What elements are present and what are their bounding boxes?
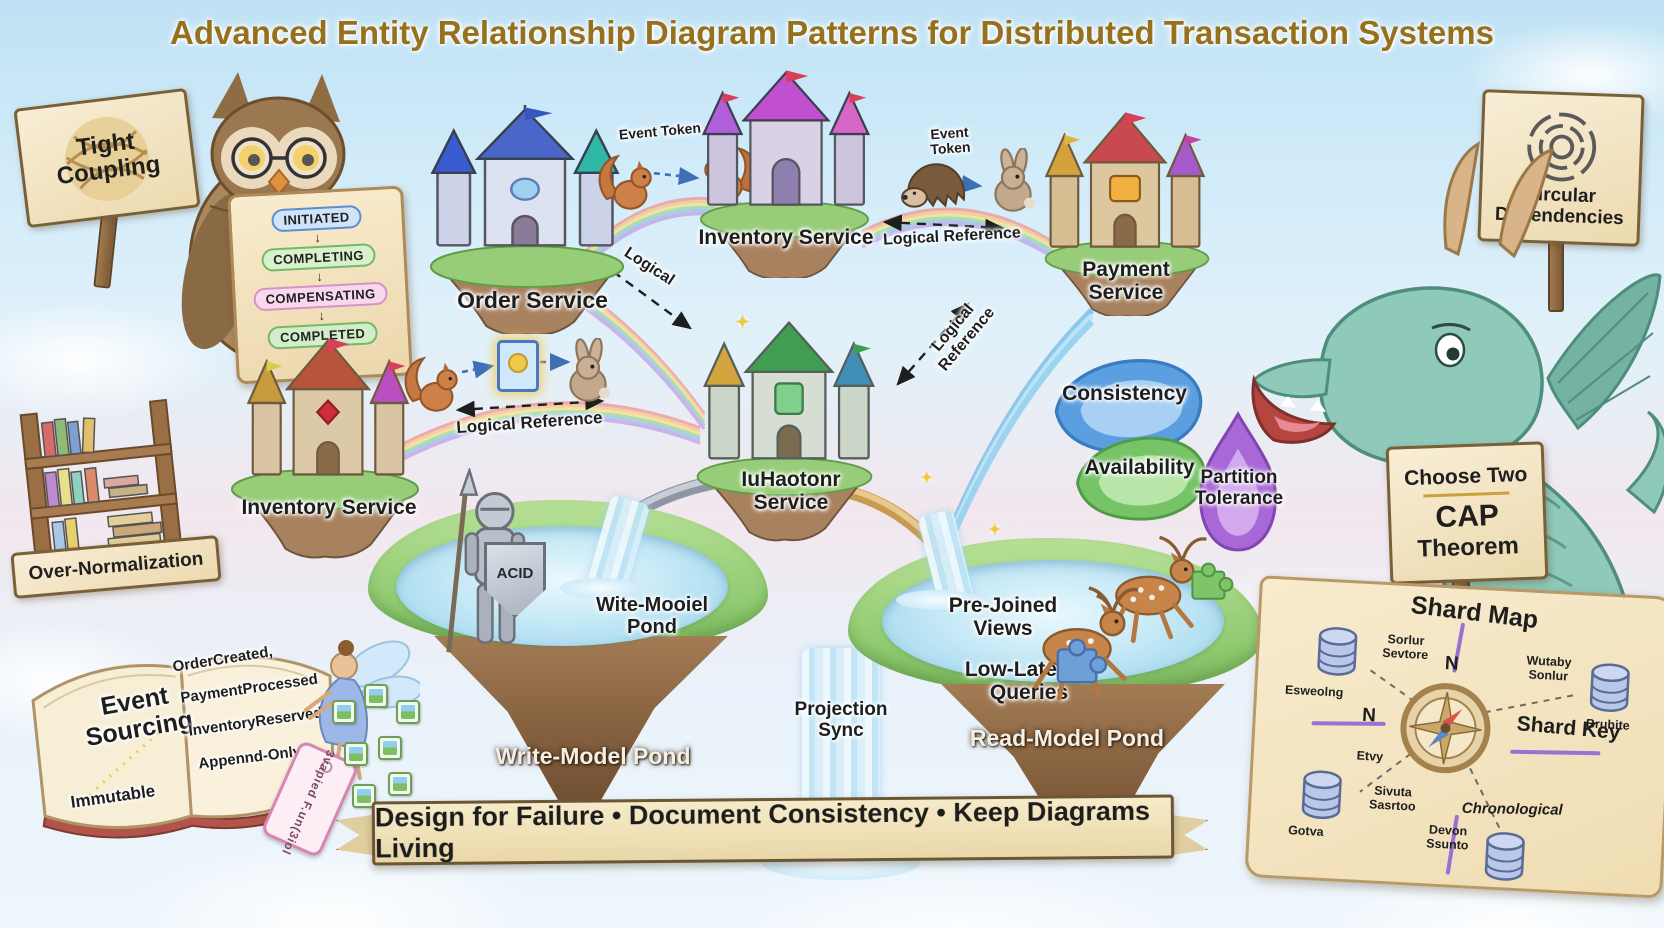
- database-cylinder-icon: [1484, 832, 1525, 881]
- puzzle-piece-icon: [1191, 562, 1234, 600]
- order-service-label: Order Service: [457, 287, 608, 313]
- partition-tolerance-flame-icon: [1198, 410, 1278, 552]
- database-cylinder-icon: [1589, 663, 1630, 712]
- footer-banner-text: Design for Failure • Document Consistenc…: [374, 795, 1151, 864]
- inventory-service-top-castle: [701, 70, 871, 206]
- snapshot-card-icon: [388, 772, 412, 796]
- inventory-service-left-castle: [246, 338, 410, 476]
- shard-node-label: Etvy: [1356, 748, 1384, 764]
- snapshot-card-icon: [332, 700, 356, 724]
- floating-island: [696, 457, 873, 542]
- coin-icon: [508, 353, 528, 373]
- database-cylinder-icon: [1301, 770, 1342, 820]
- shard-node-label: Sivuta Sasrtoo: [1368, 783, 1416, 814]
- squirrel-icon: [598, 154, 652, 210]
- squirrel-icon: [404, 356, 458, 412]
- inventory-service-top-label: Inventory Service: [698, 226, 874, 249]
- waterfall-splash: [896, 590, 980, 610]
- snapshot-card-icon: [364, 684, 388, 708]
- consistency-label: Consistency: [1062, 382, 1187, 405]
- over-normalization-label: Over-Normalization: [27, 548, 205, 585]
- hedgehog-icon: [901, 163, 966, 208]
- availability-label: Availability: [1084, 456, 1195, 479]
- cap-subtitle-label: Theorem: [1417, 531, 1520, 563]
- bunny-icon: [569, 338, 610, 402]
- floating-island: [429, 245, 625, 334]
- tight-coupling-sign: Tight Coupling: [13, 87, 201, 229]
- cap-title-label: CAP: [1434, 498, 1500, 534]
- snapshot-card-icon: [352, 784, 376, 808]
- payment-service-label: Payment Service: [1082, 258, 1170, 305]
- event-token-label: Event Token: [929, 123, 972, 158]
- divider: [1423, 491, 1510, 498]
- yarn-ball-icon: [65, 116, 150, 201]
- page-title: Advanced Entity Relationship Diagram Pat…: [170, 14, 1494, 51]
- footer-banner: Design for Failure • Document Consistenc…: [371, 794, 1175, 866]
- saga-state-initiated: INITIATED: [270, 204, 363, 233]
- cap-theorem-sign: Choose Two CAP Theorem: [1385, 441, 1549, 585]
- write-model-pond-cliff-label: Write-Model Pond: [495, 743, 691, 769]
- sparkle-icon: ✦: [735, 312, 751, 332]
- waterfall-splash: [560, 578, 640, 598]
- cap-choose-two-label: Choose Two: [1403, 462, 1528, 490]
- consistency-flame-icon: [1054, 359, 1203, 455]
- shard-node-label: Devon Ssunto: [1425, 822, 1469, 853]
- compass-north-label: N: [1361, 704, 1377, 727]
- inventory-service-left-label: Inventory Service: [241, 496, 417, 519]
- sparkle-icon: ✦: [920, 470, 934, 487]
- snapshot-card-icon: [378, 736, 402, 760]
- floating-island: [230, 468, 420, 559]
- shard-node-label: Sorlur Sevtore: [1382, 632, 1429, 662]
- pre-joined-views-label: Pre-Joined Views: [948, 594, 1058, 641]
- snapshot-card-icon: [396, 700, 420, 724]
- down-arrow-icon: ↓: [313, 229, 322, 246]
- payment-service-castle: [1044, 112, 1206, 248]
- availability-flame-icon: [1075, 436, 1206, 521]
- saga-state-completing: COMPLETING: [260, 243, 377, 273]
- compass-icon: [1400, 683, 1491, 774]
- circular-dependencies-sign: Circular Dependencies: [1477, 89, 1645, 247]
- puzzle-piece-icon: [1056, 638, 1108, 684]
- shard-node-label: Wutaby Sonlur: [1526, 653, 1572, 684]
- chronological-label: Chronological: [1461, 799, 1563, 819]
- read-model-pond-cliff-label: Read-Model Pond: [969, 725, 1165, 751]
- database-cylinder-icon: [1317, 627, 1358, 676]
- snapshot-card-icon: [344, 742, 368, 766]
- sparkle-icon: ✦: [988, 522, 1002, 539]
- event-document-card-icon: [497, 340, 539, 392]
- center-service-castle: [703, 320, 875, 460]
- center-service-label: IuHaotonr Service: [741, 468, 841, 515]
- bunny-icon: [994, 148, 1035, 212]
- acid-label: ACID: [496, 564, 534, 582]
- circular-maze-icon: [1527, 112, 1597, 182]
- partition-tolerance-label: Partition Tolerance: [1194, 467, 1284, 509]
- projection-sync-label: Projection Sync: [794, 699, 888, 741]
- acid-shield: ACID: [484, 542, 546, 618]
- shard-map-parchment: Shard Map N N Shard Key Chronological So…: [1244, 575, 1664, 899]
- write-model-pond-water-label: Wite-Mooiel Pond: [595, 594, 709, 638]
- floating-island: [1044, 240, 1210, 316]
